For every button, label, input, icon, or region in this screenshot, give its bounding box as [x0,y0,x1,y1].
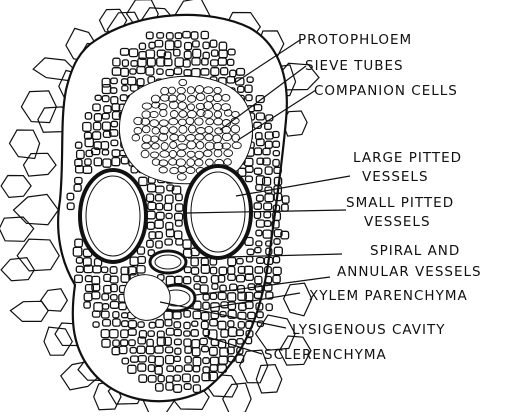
parenchyma-cell [24,153,57,176]
parenchyma-cell [1,258,34,281]
label-xylem-parenchyma: XYLEM PARENCHYMA [309,288,468,304]
parenchyma-cell [14,194,59,224]
sclerenchyma-cell [273,257,279,263]
parenchyma-cell [17,239,59,271]
label-sclerenchyma: SCLERENCHYMA [264,347,387,363]
sclerenchyma-cell [266,304,272,311]
label-small-pitted-vessels-line1: SMALL PITTED [346,195,454,211]
label-spiral-and: SPIRAL AND [370,243,460,259]
parenchyma-cell [41,289,68,311]
label-sieve-tubes: SIEVE TUBES [305,58,404,74]
sclerenchyma-cell [274,239,280,245]
parenchyma-cell [33,58,74,81]
label-small-pitted-vessels-line2: VESSELS [364,214,431,230]
sclerenchyma-cell [273,275,280,282]
parenchyma-cell [1,176,31,198]
label-protophloem: PROTOPHLOEM [298,32,412,48]
label-large-pitted-vessels-line2: VESSELS [362,169,429,185]
sclerenchyma-cell [282,196,289,203]
parenchyma-cell [256,315,296,350]
label-large-pitted-vessels-line1: LARGE PITTED [353,150,462,166]
sclerenchyma-cell [274,247,282,255]
parenchyma-cell [44,327,72,355]
parenchyma-cell [284,283,312,316]
parenchyma-cell [10,301,48,321]
lysigenous-cavity [124,275,170,321]
parenchyma-cell [0,217,34,241]
label-companion-cells: COMPANION CELLS [314,83,458,99]
parenchyma-cell [10,130,40,159]
parenchyma-cell [256,365,282,393]
sclerenchyma-cell [257,312,263,318]
sclerenchyma-cell [273,267,281,274]
label-annular-vessels: ANNULAR VESSELS [337,264,482,280]
label-lysigenous-cavity: LYSIGENOUS CAVITY [292,322,446,338]
large-pitted-vessel-left-inner [86,176,140,256]
sclerenchyma-cell [282,204,289,211]
